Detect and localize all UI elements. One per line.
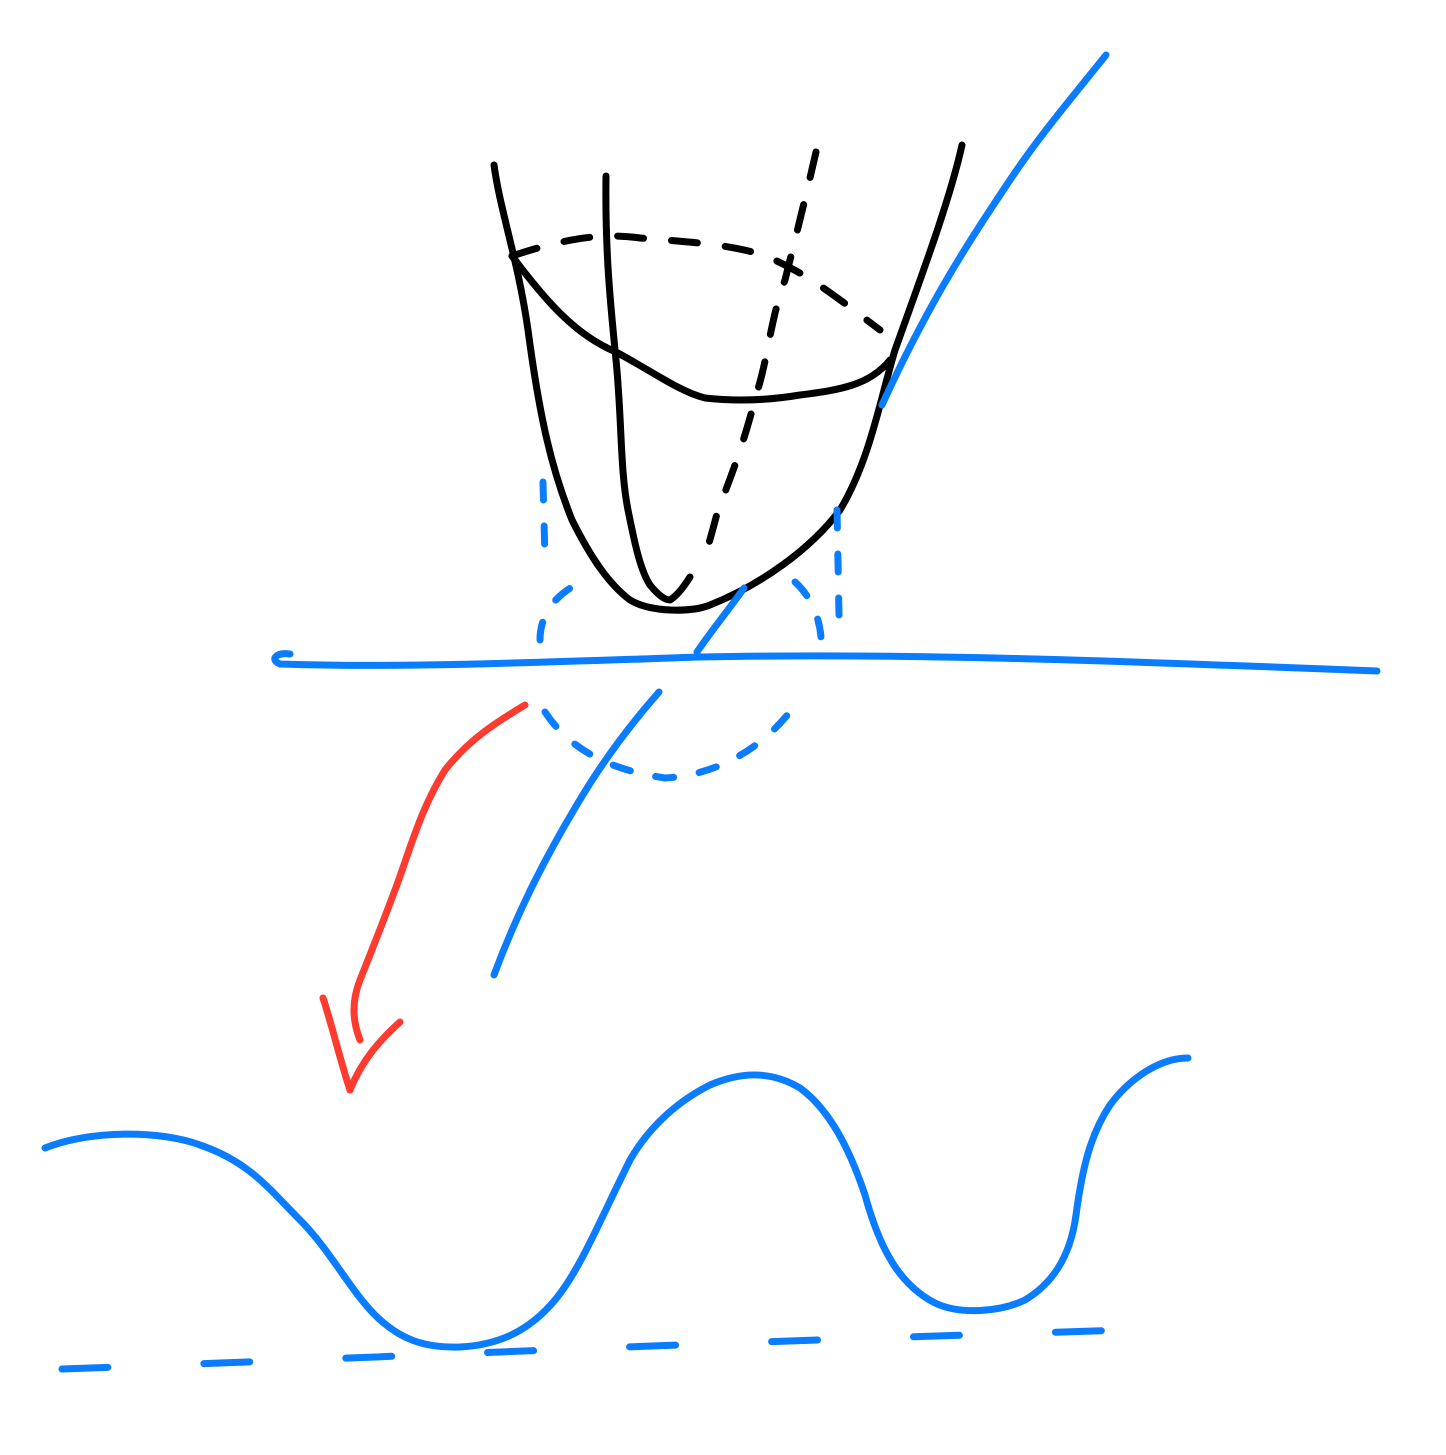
cutting-plane-middle (693, 584, 748, 656)
paraboloid-axis (698, 148, 820, 560)
vertical-guide-right (833, 506, 843, 619)
paraboloid-hidden (508, 148, 884, 560)
section-ellipse-upper (536, 574, 594, 644)
arrow-head-right (346, 1018, 404, 1094)
section-ellipse-right (791, 578, 825, 664)
cutting-plane (490, 51, 1110, 979)
wave-baseline (58, 1325, 1161, 1373)
paraboloid-outline (490, 141, 966, 614)
cutting-plane-lower (490, 688, 663, 979)
cutting-plane-upper (878, 51, 1110, 409)
horizontal-plane (271, 650, 1381, 675)
section-ellipse (536, 574, 825, 782)
paraboloid-rim-back (508, 232, 884, 334)
vertical-guide-left (539, 478, 549, 564)
paraboloid-rim (508, 252, 894, 404)
arrow-shaft (350, 701, 529, 1044)
transform-arrow (319, 701, 529, 1094)
paraboloid-meridian (602, 172, 694, 604)
section-ellipse-lower (541, 691, 806, 782)
vertical-guides (539, 478, 843, 619)
wave-curve (41, 1054, 1192, 1351)
arrow-head-left (319, 994, 354, 1094)
paraboloid (490, 141, 966, 614)
